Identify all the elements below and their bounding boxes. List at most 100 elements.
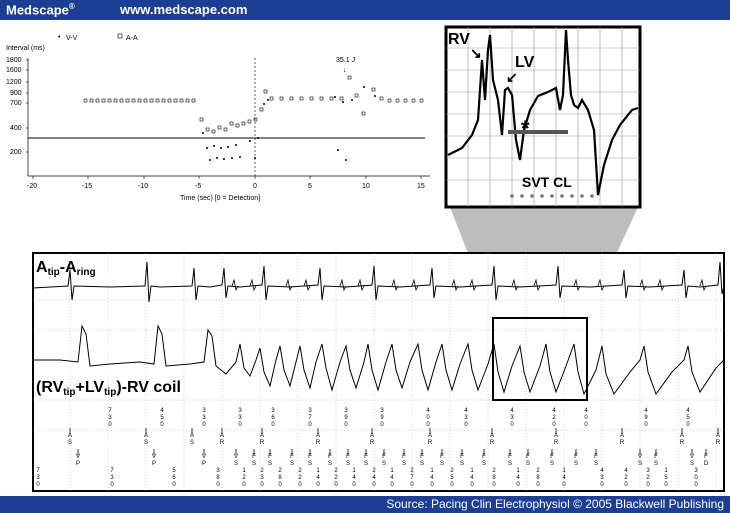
legend-aa-label: A-A <box>126 35 138 42</box>
atrial-trace <box>32 261 725 303</box>
legend-vv-label: V-V <box>66 35 78 42</box>
site-url[interactable]: www.medscape.com <box>120 2 248 17</box>
x-tick-label: -10 <box>138 183 148 190</box>
zoom-lv-label: LV <box>515 54 535 71</box>
medscape-logo[interactable]: Medscape® <box>6 2 75 18</box>
x-tick-label: -20 <box>27 183 37 190</box>
zoom-asterisk: * <box>521 116 530 141</box>
header-bar: Medscape® www.medscape.com <box>0 0 730 20</box>
zoom-waveform <box>447 29 639 196</box>
x-ticks <box>32 176 422 179</box>
y-tick-label: 1800 <box>6 57 22 64</box>
x-tick-label: 15 <box>417 183 425 190</box>
figure: • V-V A-A Interval (ms) 1800 1600 1200 9… <box>6 25 725 492</box>
x-tick-label: -5 <box>195 183 201 190</box>
zoom-rv-label: RV <box>448 31 470 48</box>
legend-vv-marker: • <box>58 34 61 41</box>
y-axis: 1800 1600 1200 900 700 400 200 <box>6 57 29 176</box>
y-tick-label: 700 <box>10 100 22 107</box>
x-axis-label: Time (sec) [0 = Detection] <box>180 195 260 202</box>
x-tick-label: 0 <box>253 183 257 190</box>
atrial-channel-label: Atip-Aring <box>36 259 96 278</box>
x-tick-label: 5 <box>308 183 312 190</box>
atrial-far-field <box>231 278 707 292</box>
zoom-svt-dots <box>510 194 594 198</box>
zoom-rv-arrow: ↘ <box>470 45 482 61</box>
shock-label: 35.1 J <box>336 57 355 64</box>
y-axis-label: Interval (ms) <box>6 45 45 52</box>
zoom-inset: RV LV ↘ ↙ * SVT CL <box>444 25 642 209</box>
y-tick-label: 1600 <box>6 67 22 74</box>
vv-points <box>202 86 376 161</box>
y-tick-label: 900 <box>10 90 22 97</box>
zoom-selection-box <box>492 317 588 401</box>
legend-aa-marker <box>117 33 123 39</box>
shock-arrow: ↓ <box>343 67 347 74</box>
